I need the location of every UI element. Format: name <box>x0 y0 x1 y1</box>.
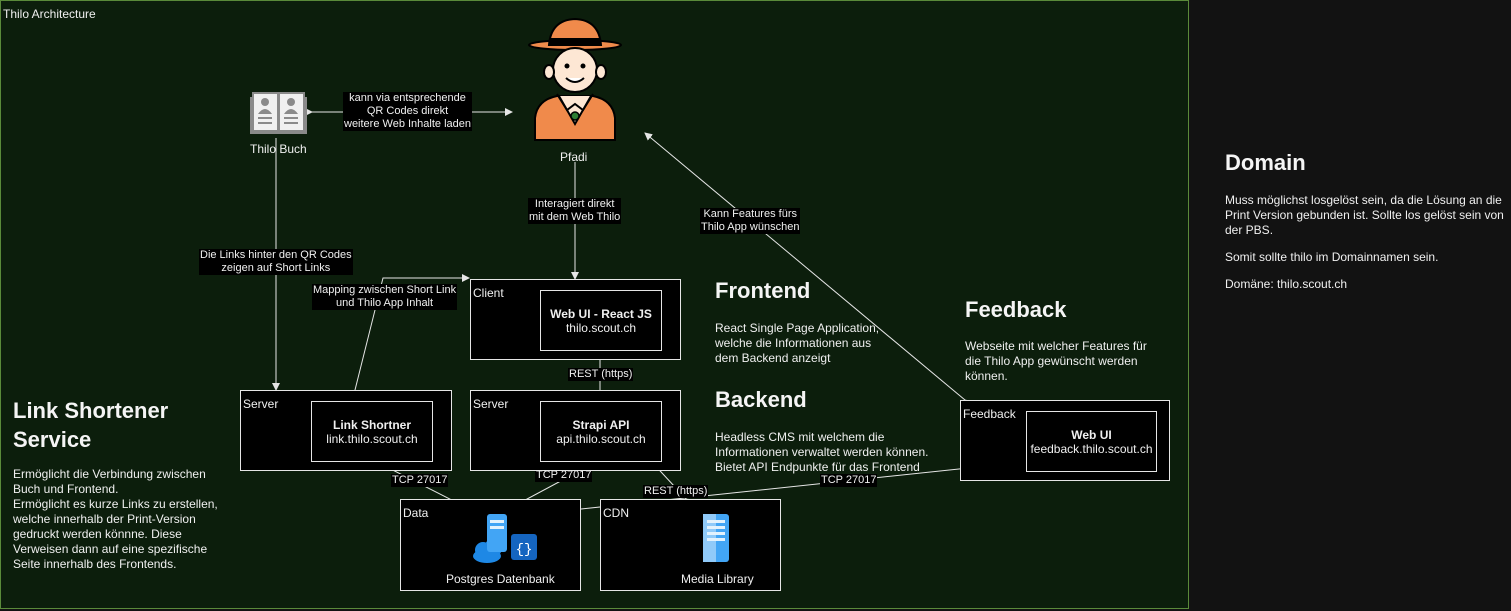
data-container[interactable]: Data {} Postgres Datenbank <box>400 499 581 591</box>
client-container-label: Client <box>473 286 504 300</box>
feedback-web-ui-title: Web UI <box>1071 427 1112 442</box>
backend-heading: Backend <box>715 387 807 412</box>
strapi-api-domain: api.thilo.scout.ch <box>556 431 646 446</box>
web-ui-react-node[interactable]: Web UI - React JS thilo.scout.ch <box>540 290 662 351</box>
edge-label-rest-api-cdn: REST (https) <box>643 485 709 498</box>
web-ui-react-domain: thilo.scout.ch <box>565 320 637 335</box>
link-shortner-node[interactable]: Link Shortner link.thilo.scout.ch <box>311 401 433 462</box>
thilo-buch-label: Thilo Buch <box>250 142 307 156</box>
server-icon <box>703 514 729 562</box>
strapi-api-title: Strapi API <box>572 417 630 432</box>
domain-description: Muss möglichst losgelöst sein, da die Lö… <box>1225 193 1504 291</box>
web-ui-react-title: Web UI - React JS <box>550 306 652 321</box>
link-shortner-title: Link Shortner <box>332 417 411 432</box>
database-server-icon: {} <box>473 514 537 563</box>
media-library-label: Media Library <box>681 572 754 586</box>
feedback-container[interactable]: Feedback Web UI feedback.thilo.scout.ch <box>960 400 1170 481</box>
feedback-web-ui-domain: feedback.thilo.scout.ch <box>1030 441 1153 456</box>
strapi-api-node[interactable]: Strapi API api.thilo.scout.ch <box>540 401 662 462</box>
cdn-container[interactable]: CDN Media Library <box>600 499 781 591</box>
edge-label-tcp-link: TCP 27017 <box>391 474 449 487</box>
thilo-buch[interactable] <box>250 87 307 135</box>
contacts-book-icon <box>250 92 307 134</box>
server-api-label: Server <box>473 397 509 411</box>
edge-label-tcp-feedback: TCP 27017 <box>820 474 878 487</box>
data-container-label: Data <box>403 506 429 520</box>
svg-text:{}: {} <box>516 542 533 558</box>
postgres-label: Postgres Datenbank <box>446 572 555 586</box>
feedback-heading: Feedback <box>965 297 1067 322</box>
feedback-container-label: Feedback <box>963 407 1016 421</box>
feedback-web-ui-node[interactable]: Web UI feedback.thilo.scout.ch <box>1026 411 1157 472</box>
domain-heading: Domain <box>1225 150 1306 175</box>
frontend-description: React Single Page Application,welche die… <box>715 321 880 365</box>
client-container[interactable]: Client Web UI - React JS thilo.scout.ch <box>470 279 681 360</box>
pfadi-actor[interactable] <box>527 14 623 144</box>
link-shortner-domain: link.thilo.scout.ch <box>326 431 418 446</box>
server-link-label: Server <box>243 397 279 411</box>
edge-label-tcp-api: TCP 27017 <box>535 469 593 482</box>
edge-feedback-pfadi <box>644 132 973 408</box>
server-link-container[interactable]: Server Link Shortner link.thilo.scout.ch <box>240 390 452 471</box>
edge-label-rest-client-api: REST (https) <box>568 368 634 381</box>
frontend-heading: Frontend <box>715 278 811 303</box>
server-api-container[interactable]: Server Strapi API api.thilo.scout.ch <box>470 390 681 471</box>
group-title: Thilo Architecture <box>3 7 96 21</box>
edge-mapping <box>349 274 470 398</box>
pfadi-label: Pfadi <box>560 150 588 164</box>
cdn-container-label: CDN <box>603 506 629 520</box>
scout-person-icon <box>528 17 622 141</box>
